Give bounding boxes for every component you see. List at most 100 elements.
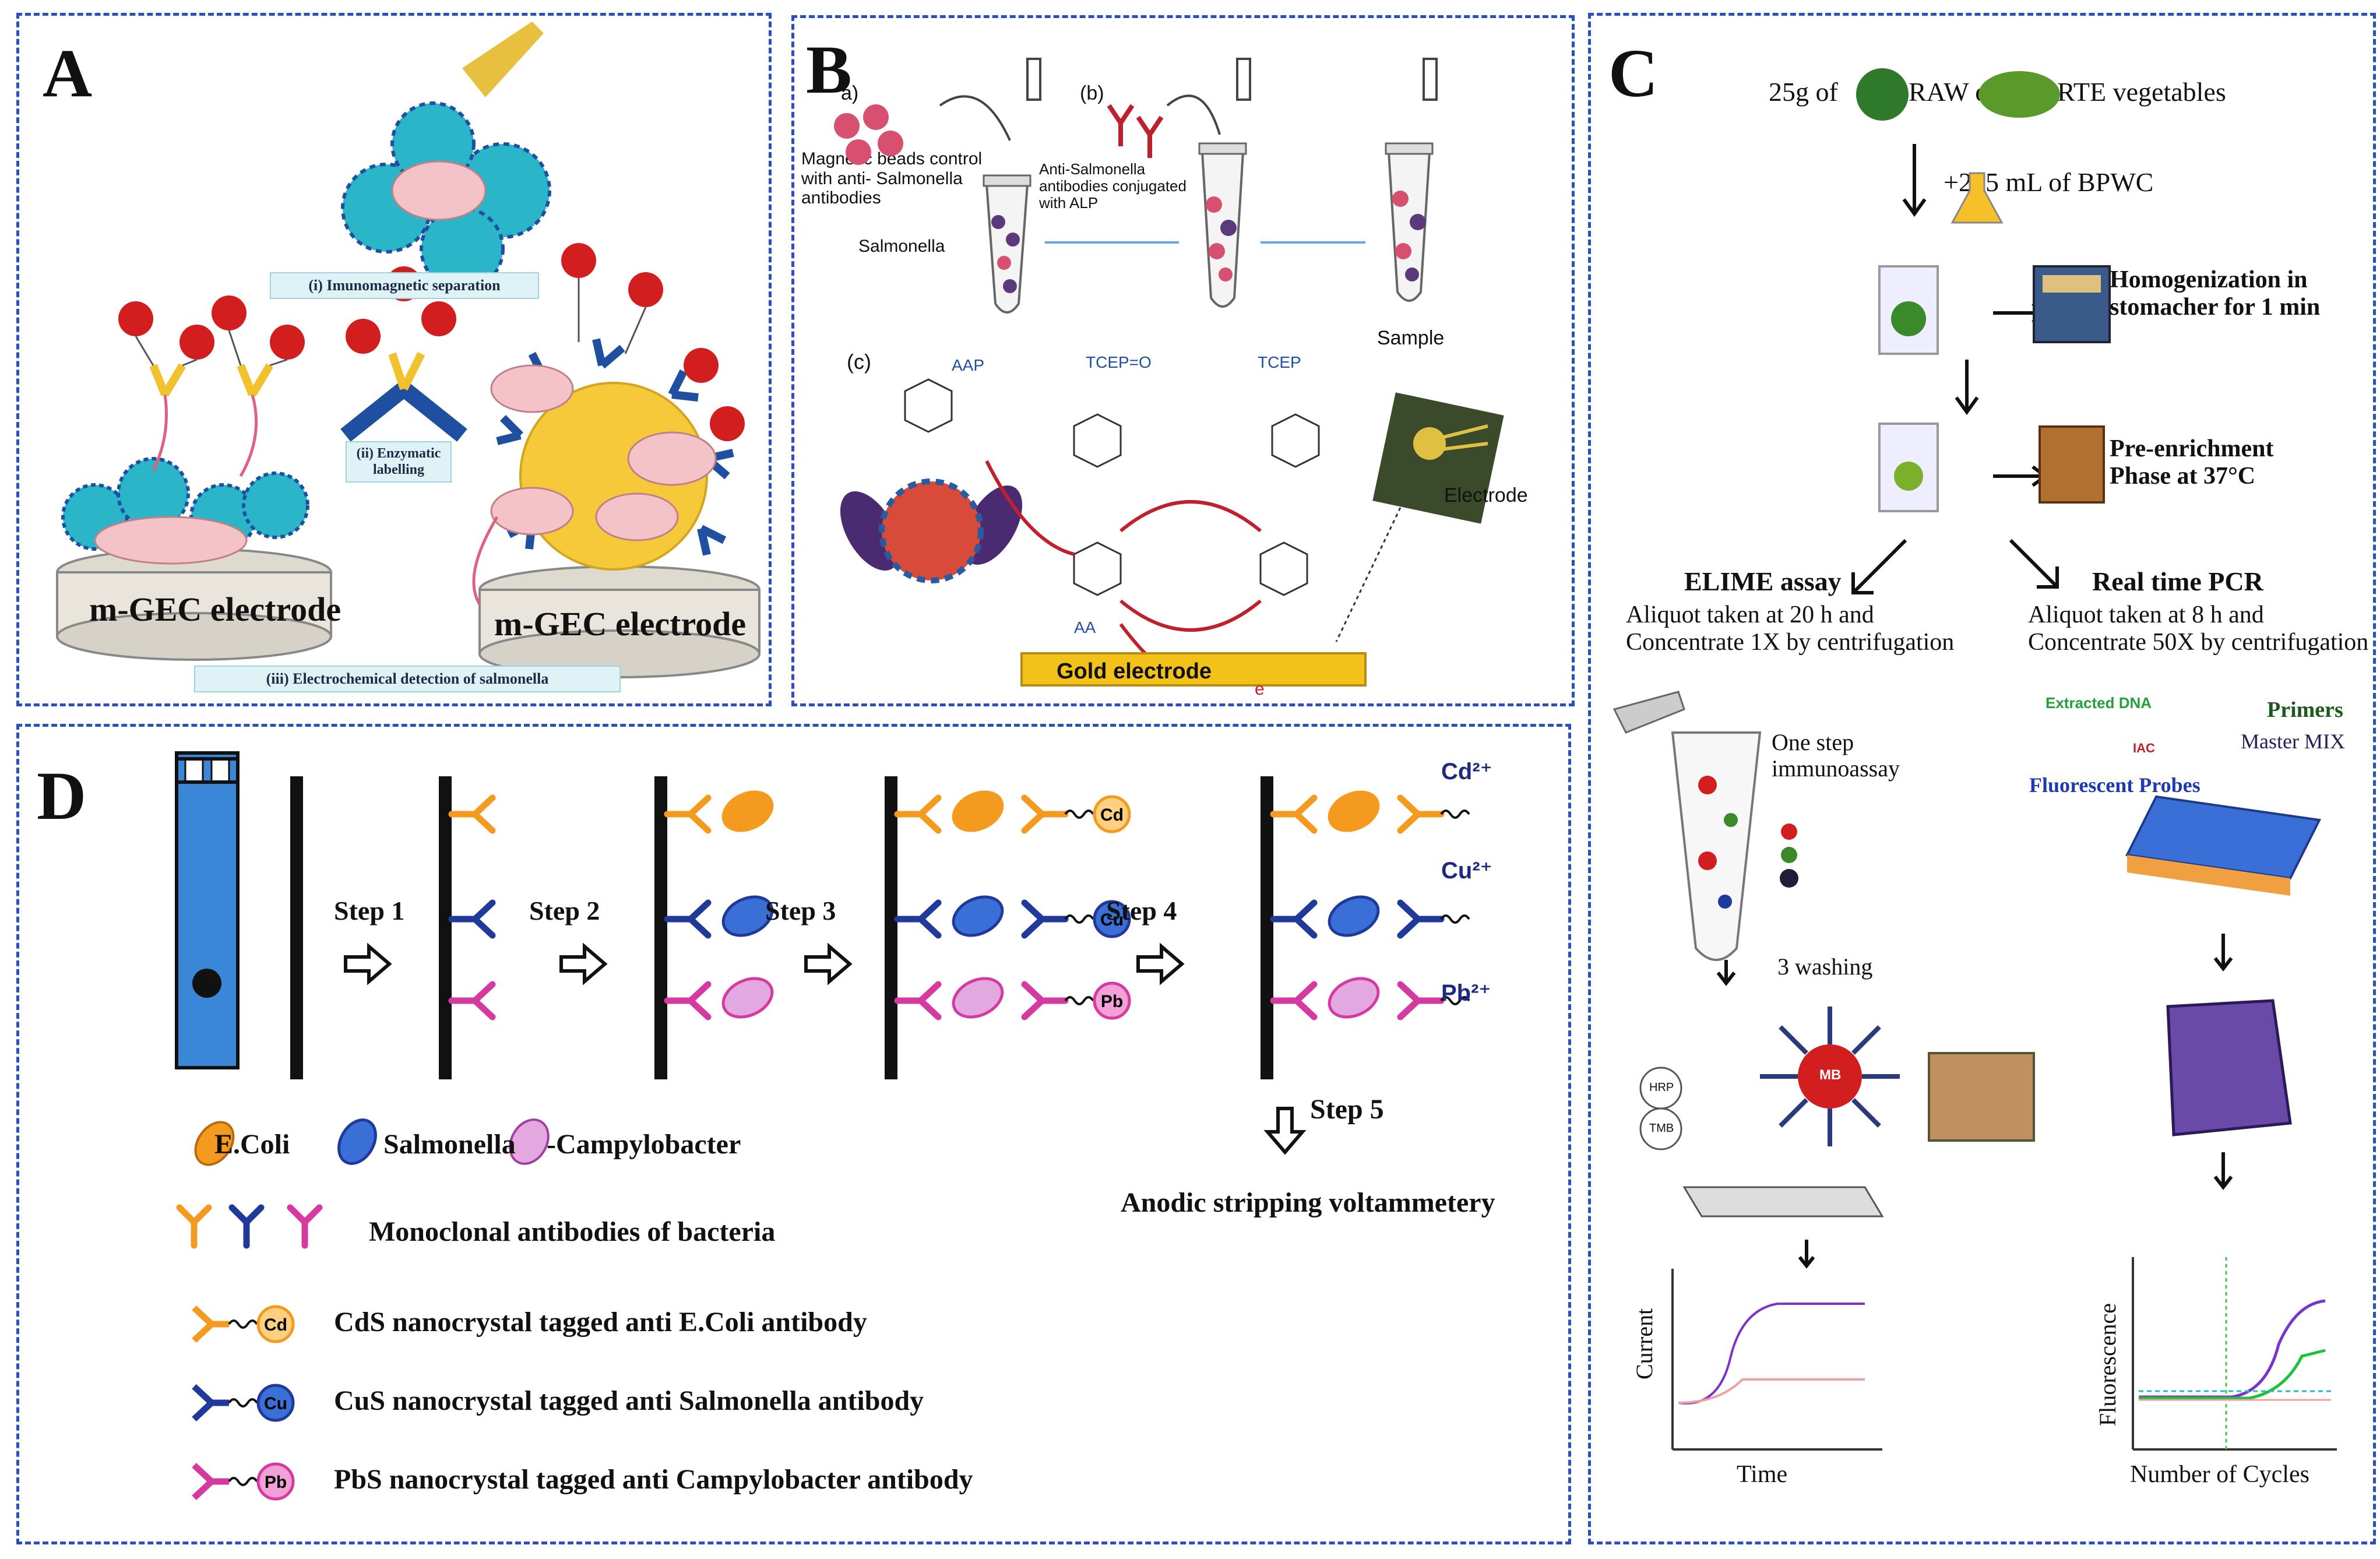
qpcr-machine-icon bbox=[2166, 999, 2292, 1136]
hrp-label: HRP bbox=[1649, 1081, 1674, 1094]
panel-b-illustration bbox=[834, 58, 1504, 687]
rte-vegetable-icon bbox=[1978, 71, 2060, 118]
tmb-label: TMB bbox=[1649, 1122, 1674, 1135]
antibody-col5-row3 bbox=[1270, 981, 1318, 1020]
left-electrode-graphic bbox=[56, 295, 332, 661]
elime-text: Aliquot taken at 20 h and Concentrate 1X… bbox=[1626, 601, 1955, 656]
detection-antibody-col4-row1 bbox=[1021, 794, 1069, 834]
start-text-25g: 25g of bbox=[1769, 77, 1838, 107]
legend-tag-3-label: Pb bbox=[265, 1473, 287, 1492]
tube-3 bbox=[1385, 142, 1434, 302]
salmonella-bead-complex bbox=[840, 478, 1023, 583]
step-arrows bbox=[344, 942, 1307, 1155]
bacterium-col4-row1 bbox=[952, 790, 1004, 832]
screen-printed-electrode bbox=[1682, 1186, 1884, 1217]
antibody-col3-row2 bbox=[664, 899, 712, 939]
legend-monoclonal: Monoclonal antibodies of bacteria bbox=[369, 1216, 776, 1247]
electrode-label-right: m-GEC electrode bbox=[494, 605, 747, 643]
immunomagnetic-beads-cluster bbox=[341, 22, 551, 291]
panel-a-illustration bbox=[56, 22, 761, 678]
step-immunomagnetic-separation: (i) Imunomagnetic separation bbox=[270, 272, 539, 299]
legend-antibody-3 bbox=[287, 1204, 323, 1249]
tcep-o-label: TCEP=O bbox=[1086, 353, 1152, 371]
magnetic-bead-complex bbox=[1760, 1007, 1900, 1146]
incubator-icon bbox=[2039, 425, 2105, 504]
gold-electrode-bar bbox=[1020, 652, 1367, 687]
immunoassay-tube bbox=[1671, 731, 1762, 961]
raw-vegetable-icon bbox=[1856, 68, 1909, 121]
electron-label: e bbox=[1255, 680, 1265, 699]
pcr-text: Aliquot taken at 8 h and Concentrate 50X… bbox=[2028, 601, 2369, 656]
pcr-plate bbox=[2125, 795, 2322, 896]
ion-pb-label: Pb²⁺ bbox=[1441, 980, 1491, 1006]
antibody-col5-row1 bbox=[1270, 794, 1318, 834]
current-axis-label: Current bbox=[1631, 1308, 1657, 1379]
antibody-col4-row2 bbox=[894, 899, 942, 939]
mb-label: MB bbox=[1819, 1067, 1842, 1083]
legend-tag-1-circle bbox=[256, 1305, 295, 1343]
linker-col4-row3 bbox=[1064, 996, 1094, 1005]
panel-b-sub-a: a) bbox=[841, 82, 859, 104]
time-axis-label: Time bbox=[1737, 1461, 1788, 1488]
legend-linker-1 bbox=[228, 1319, 258, 1329]
antibody-col2-row1 bbox=[448, 794, 496, 834]
antibody-col2-row2 bbox=[448, 899, 496, 939]
panel-c-illustration bbox=[1613, 68, 2337, 1451]
master-mix-label: Master MIX bbox=[2241, 730, 2345, 753]
fluorescent-probes-label: Fluorescent Probes bbox=[2029, 773, 2201, 797]
cycles-axis-label: Number of Cycles bbox=[2130, 1461, 2309, 1488]
step-enzymatic-labelling: (ii) Enzymatic labelling bbox=[346, 441, 452, 483]
panel-b: B a) (b) (c) Magnetic beads control with… bbox=[791, 15, 1575, 706]
bacterium-col3-row3 bbox=[721, 977, 774, 1019]
pcr-title: Real time PCR bbox=[2092, 566, 2263, 596]
bpwc-flask-icon bbox=[1951, 172, 2004, 224]
tcep-label: TCEP bbox=[1258, 353, 1301, 371]
bacterium-col5-row3 bbox=[1328, 977, 1380, 1019]
panel-d-letter: D bbox=[37, 758, 87, 834]
gold-electrode-label: Gold electrode bbox=[1057, 659, 1212, 684]
antibody-col3-row3 bbox=[664, 981, 712, 1020]
legend-campylobacter: -Campylobacter bbox=[547, 1129, 741, 1160]
fluorescence-plot bbox=[2132, 1257, 2337, 1451]
legend-tag-1-label: Cd bbox=[264, 1315, 287, 1335]
detection-antibody-col5-row1 bbox=[1397, 794, 1445, 834]
alp-description: Anti-Salmonella antibodies conjugated wi… bbox=[1039, 160, 1187, 212]
current-plot bbox=[1671, 1269, 1882, 1451]
fluorescence-axis-label: Fluorescence bbox=[2094, 1303, 2121, 1426]
ion-cd-label: Cd²⁺ bbox=[1441, 759, 1492, 784]
step-5-label: Step 5 bbox=[1310, 1094, 1384, 1125]
beads-description: Magnetic beads control with anti- Salmon… bbox=[801, 149, 983, 208]
detection-antibody-col5-row2 bbox=[1397, 899, 1445, 939]
legend-tagged-antibody-2 bbox=[192, 1384, 229, 1422]
nanocrystal-tag-row2-label: Cu bbox=[1100, 910, 1124, 930]
preenrichment-text: Pre-enrichment Phase at 37°C bbox=[2110, 435, 2274, 490]
antibody-col4-row1 bbox=[894, 794, 942, 834]
electrode-label-left: m-GEC electrode bbox=[89, 590, 341, 628]
legend-pbs: PbS nanocrystal tagged anti Campylobacte… bbox=[334, 1464, 973, 1495]
antibody-col3-row1 bbox=[664, 794, 712, 834]
legend-cus: CuS nanocrystal tagged anti Salmonella a… bbox=[334, 1385, 924, 1416]
nanocrystal-tag-row2-circle bbox=[1093, 900, 1131, 938]
panel-c-letter: C bbox=[1608, 35, 1659, 111]
sample-label: Sample bbox=[1377, 327, 1445, 349]
step-electrochemical-detection: (iii) Electrochemical detection of salmo… bbox=[194, 666, 621, 692]
antibody-col2-row3 bbox=[448, 981, 496, 1020]
linker-col5-row2 bbox=[1440, 914, 1470, 924]
aap-label: AAP bbox=[952, 356, 985, 374]
antibody-col5-row2 bbox=[1270, 899, 1318, 939]
bacterium-col3-row1 bbox=[721, 790, 774, 832]
bacterium-col5-row1 bbox=[1328, 790, 1380, 832]
nanocrystal-tag-row3-label: Pb bbox=[1101, 992, 1123, 1011]
panel-b-sub-b: (b) bbox=[1080, 82, 1104, 104]
asv-label: Anodic stripping voltammetery bbox=[1121, 1187, 1495, 1218]
linker-col5-row1 bbox=[1440, 810, 1470, 819]
legend-tagged-antibody-1 bbox=[192, 1305, 229, 1343]
panel-b-letter: B bbox=[806, 31, 852, 108]
panel-a-letter: A bbox=[43, 35, 93, 111]
bacterium-col5-row2 bbox=[1328, 895, 1380, 937]
detection-antibody-col4-row3 bbox=[1021, 981, 1069, 1020]
plate-reader-photo bbox=[1928, 1052, 2035, 1142]
legend-tagged-antibody-3 bbox=[192, 1462, 229, 1501]
legend-tag-3-circle bbox=[256, 1462, 295, 1501]
